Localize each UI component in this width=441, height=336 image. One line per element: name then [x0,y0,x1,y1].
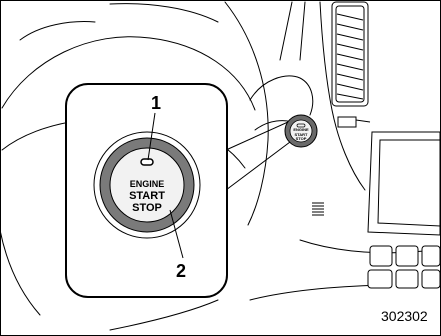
display-screen [368,132,440,235]
figure-number: 302302 [381,309,428,323]
button-label-start: START [121,191,173,202]
callout-number-1: 1 [151,94,161,112]
callout-number-2: 2 [176,262,186,280]
svg-text:STOP: STOP [296,136,307,141]
button-label-engine: ENGINE [121,180,173,189]
button-label-stop: STOP [121,203,173,214]
indicator-lamp [141,159,153,165]
